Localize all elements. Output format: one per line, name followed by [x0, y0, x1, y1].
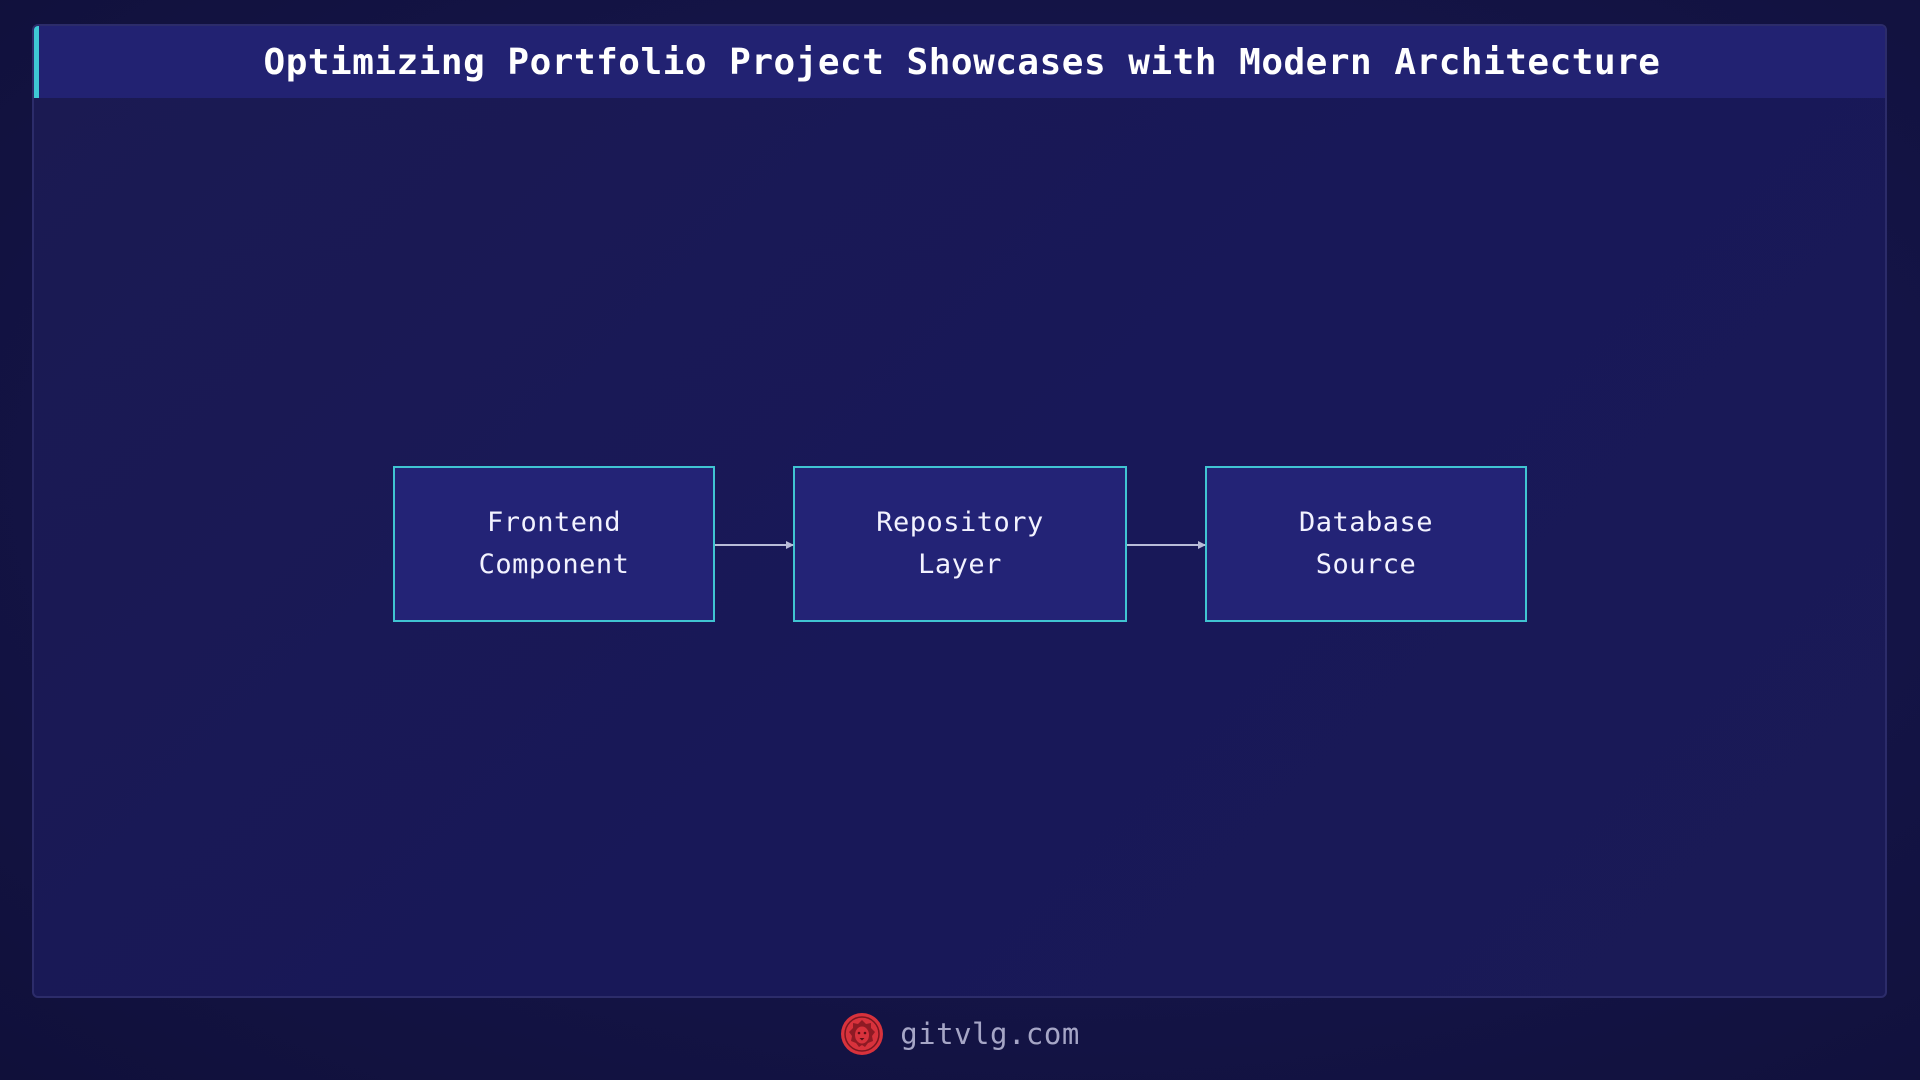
footer-site-label: gitvlg.com — [900, 1017, 1080, 1051]
node-database-source: Database Source — [1205, 466, 1527, 622]
node-label: Frontend Component — [478, 507, 630, 580]
footer: gitvlg.com — [0, 1012, 1920, 1056]
page-title: Optimizing Portfolio Project Showcases w… — [263, 41, 1661, 83]
diagram-frame: Optimizing Portfolio Project Showcases w… — [32, 24, 1887, 998]
title-bar: Optimizing Portfolio Project Showcases w… — [34, 26, 1885, 98]
node-label: Repository Layer — [876, 507, 1044, 580]
node-repository-layer: Repository Layer — [793, 466, 1127, 622]
node-label: Database Source — [1298, 507, 1434, 580]
lion-logo-icon — [841, 1013, 884, 1055]
node-frontend-component: Frontend Component — [393, 466, 715, 622]
